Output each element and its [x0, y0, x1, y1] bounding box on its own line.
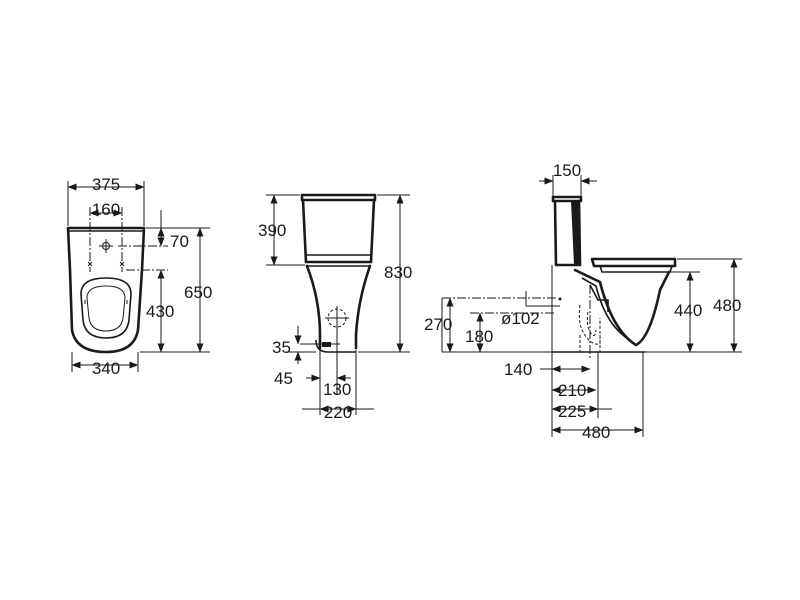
- dim-outlet-offset-140: 140: [504, 360, 532, 379]
- seat: [590, 257, 677, 268]
- dim-outlet-height-mid: 180: [465, 327, 493, 346]
- front-view: 375 160 70 430 650 340: [66, 175, 212, 378]
- flush-button-icon: [99, 239, 113, 253]
- dim-outlet-diameter: ø102: [501, 309, 540, 328]
- profile-view: 150 270 180 ø102 440 480 140 210 225 480: [424, 161, 742, 442]
- dim-foot-spacing: 130: [323, 380, 351, 399]
- dim-outlet-height-low: 270: [424, 315, 452, 334]
- dim-cistern-depth: 150: [553, 161, 581, 180]
- dim-profile-depth: 480: [582, 423, 610, 442]
- dim-front-height: 650: [184, 283, 212, 302]
- pan-outline: [305, 264, 372, 350]
- dim-top-to-fixing: 70: [170, 232, 189, 251]
- dim-fixing-to-floor: 430: [146, 302, 174, 321]
- dim-front-width: 375: [92, 175, 120, 194]
- dim-inlet-offset: 45: [274, 369, 293, 388]
- dim-total-height: 830: [384, 263, 412, 282]
- cistern-body: [301, 198, 376, 264]
- cistern-lid: [300, 193, 377, 202]
- dim-fixing-spacing: 160: [92, 200, 120, 219]
- front-outline: [66, 226, 146, 354]
- dim-outlet-offset-210: 210: [558, 381, 586, 400]
- waste-outlet-icon: [325, 306, 349, 330]
- dim-base-width: 340: [92, 359, 120, 378]
- bowl-opening: [80, 277, 132, 339]
- dim-seat-height: 440: [674, 301, 702, 320]
- dim-rim-height: 480: [713, 296, 741, 315]
- side-view: 390 830 35 45 130 220: [258, 193, 412, 422]
- dim-foot-width: 220: [324, 403, 352, 422]
- dim-inlet-height: 35: [272, 338, 291, 357]
- dim-cistern-height: 390: [258, 221, 286, 240]
- profile-cistern-lid: [551, 195, 583, 203]
- dim-outlet-offset-225: 225: [558, 402, 586, 421]
